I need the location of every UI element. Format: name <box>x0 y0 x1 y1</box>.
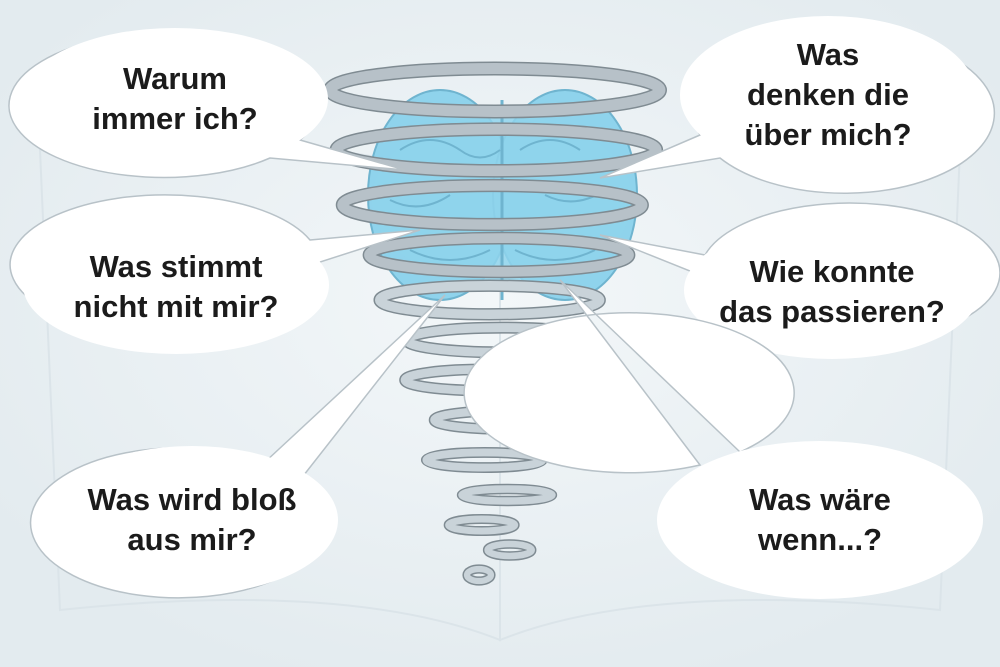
spiral-ring <box>445 515 519 535</box>
bubble-line: aus mir? <box>127 522 257 557</box>
spiral-ring <box>374 281 605 320</box>
bubble-line: Was wird bloß <box>87 482 297 517</box>
bubble-line: immer ich? <box>92 101 258 136</box>
spiral-ring <box>458 485 556 505</box>
bubble-text-3: Was stimmt nicht mit mir? <box>74 247 279 327</box>
speech-bubbles <box>8 16 1000 599</box>
bubble-line: wenn...? <box>758 522 882 557</box>
spiral-ring <box>364 233 634 277</box>
bubble-text-6: Was wäre wenn...? <box>749 480 891 560</box>
bubble-text-5: Was wird bloß aus mir? <box>88 480 297 560</box>
spiral-ring <box>337 180 648 230</box>
speech-bubble <box>463 279 795 474</box>
bubble-line: denken die <box>747 77 909 112</box>
spiral-ring <box>484 540 535 560</box>
bubble-text-2: Was denken die über mich? <box>744 35 911 155</box>
bubble-line: über mich? <box>744 117 912 152</box>
bubble-text-1: Warum immer ich? <box>92 59 257 139</box>
bubble-line: Was stimmt <box>89 249 263 284</box>
bubble-line: Was <box>796 37 860 72</box>
bubble-line: nicht mit mir? <box>73 289 279 324</box>
bubble-line: Wie konnte <box>749 254 915 289</box>
bubble-line: Was wäre <box>749 482 891 517</box>
spiral-ring <box>463 565 495 585</box>
bubble-line: Warum <box>123 61 227 96</box>
bubble-line: das passieren? <box>719 294 945 329</box>
bubble-text-4: Wie konnte das passieren? <box>719 252 945 332</box>
spiral-ring <box>324 63 666 117</box>
